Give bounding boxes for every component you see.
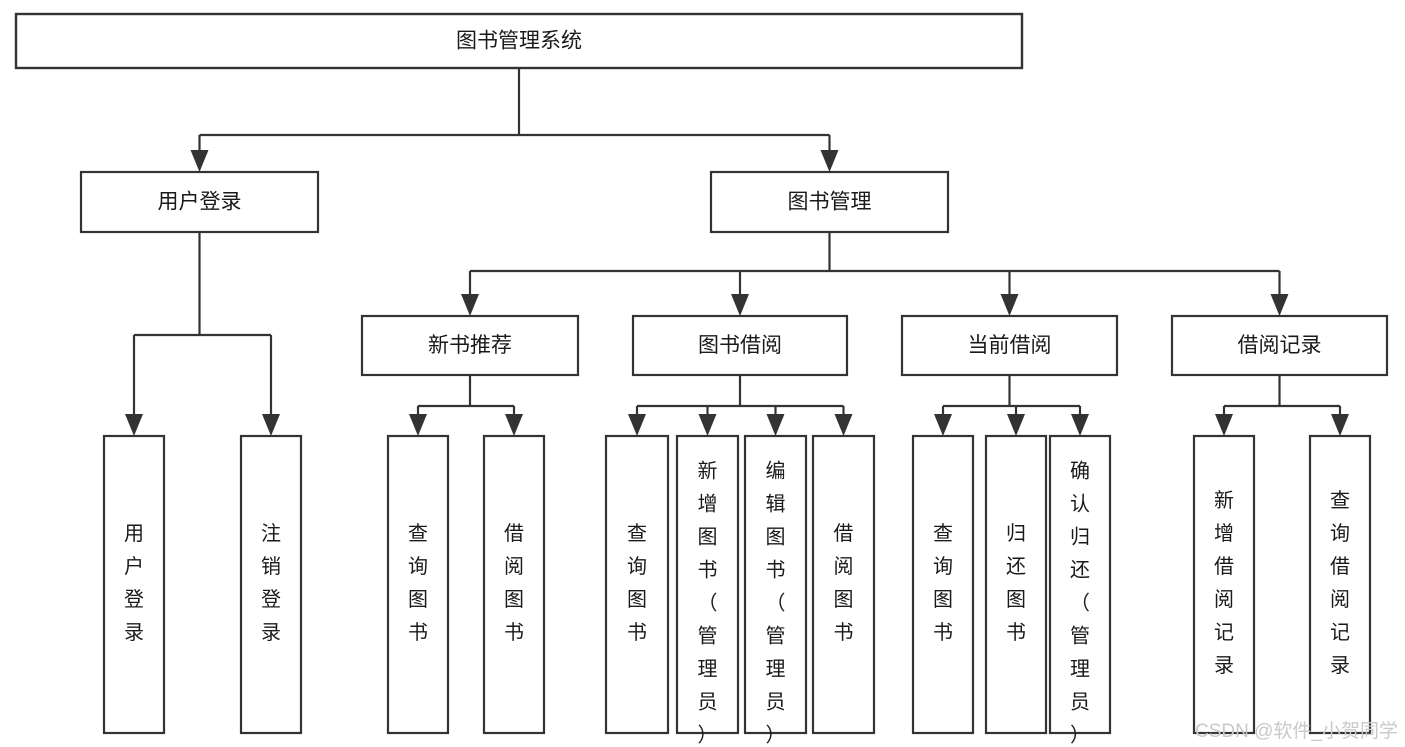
node-new-book-rec[interactable]: 新书推荐	[360, 314, 580, 377]
node-label-user-login: 用户登录	[158, 191, 242, 214]
node-leaf-edit-book[interactable]: 编辑图书（管理员）	[743, 434, 808, 747]
node-box-book-manage	[709, 170, 950, 234]
node-leaf-return-book[interactable]: 归还图书	[984, 434, 1048, 735]
node-box-leaf-query-record	[1308, 434, 1372, 735]
node-box-borrow-record	[1170, 314, 1389, 377]
node-label-current-borrow: 当前借阅	[968, 334, 1052, 357]
arrow-book-borrow	[731, 294, 749, 316]
node-box-root	[14, 12, 1024, 70]
node-box-current-borrow	[900, 314, 1119, 377]
arrow-leaf-edit-book	[766, 414, 785, 436]
arrow-user-login	[190, 150, 209, 172]
arrow-leaf-add-record	[1215, 414, 1233, 436]
node-label-leaf-query-book-rec: 查询图书	[408, 522, 428, 644]
node-box-leaf-query-book-cb	[911, 434, 975, 735]
node-book-manage[interactable]: 图书管理	[709, 170, 950, 234]
arrow-leaf-query-book-rec	[409, 414, 427, 436]
node-label-leaf-query-book-cb: 查询图书	[933, 522, 953, 644]
node-borrow-record[interactable]: 借阅记录	[1170, 314, 1389, 377]
node-leaf-user-login[interactable]: 用户登录	[102, 434, 166, 735]
node-box-leaf-user-login	[102, 434, 166, 735]
node-label-leaf-user-login: 用户登录	[124, 523, 144, 644]
node-leaf-borrow-book-rec[interactable]: 借阅图书	[482, 434, 546, 735]
node-box-leaf-query-book-rec	[386, 434, 450, 735]
csdn-watermark: CSDN @软件_小贺同学	[1195, 720, 1398, 742]
node-label-borrow-record: 借阅记录	[1238, 334, 1322, 357]
arrow-current-borrow	[1000, 294, 1019, 316]
node-label-leaf-query-book-bb: 查询图书	[627, 522, 647, 644]
arrow-leaf-query-record	[1331, 414, 1349, 436]
connector-layer	[125, 68, 1349, 436]
arrow-leaf-user-login	[125, 414, 143, 436]
node-box-leaf-logout	[239, 434, 303, 735]
node-box-user-login	[79, 170, 320, 234]
node-label-leaf-return-book: 归还图书	[1006, 522, 1026, 644]
arrow-book-manage	[820, 150, 839, 172]
node-box-book-borrow	[631, 314, 849, 377]
arrow-new-book-rec	[461, 294, 479, 316]
arrow-leaf-query-book-bb	[628, 414, 646, 436]
node-leaf-logout[interactable]: 注销登录	[239, 434, 303, 735]
node-leaf-query-book-rec[interactable]: 查询图书	[386, 434, 450, 735]
node-leaf-confirm-return[interactable]: 确认归还（管理员）	[1048, 434, 1112, 747]
node-box-new-book-rec	[360, 314, 580, 377]
node-leaf-query-book-cb[interactable]: 查询图书	[911, 434, 975, 735]
node-leaf-borrow-book-bb[interactable]: 借阅图书	[811, 434, 876, 735]
arrow-leaf-query-book-cb	[934, 414, 952, 436]
node-label-leaf-query-record: 查询借阅记录	[1330, 489, 1350, 677]
node-leaf-query-record[interactable]: 查询借阅记录	[1308, 434, 1372, 735]
node-label-leaf-borrow-book-bb: 借阅图书	[834, 522, 854, 644]
arrow-leaf-borrow-book-rec	[505, 414, 523, 436]
node-box-leaf-edit-book	[743, 434, 808, 735]
node-box-leaf-add-book	[675, 434, 740, 735]
node-box-leaf-return-book	[984, 434, 1048, 735]
node-layer: 图书管理系统用户登录图书管理新书推荐图书借阅当前借阅借阅记录用户登录注销登录查询…	[14, 12, 1389, 747]
node-box-leaf-query-book-bb	[604, 434, 670, 735]
node-label-leaf-edit-book: 编辑图书（管理员）	[766, 460, 786, 747]
arrow-borrow-record	[1270, 294, 1289, 316]
node-leaf-add-record[interactable]: 新增借阅记录	[1192, 434, 1256, 735]
node-box-leaf-add-record	[1192, 434, 1256, 735]
node-box-leaf-confirm-return	[1048, 434, 1112, 735]
node-root[interactable]: 图书管理系统	[14, 12, 1024, 70]
node-leaf-add-book[interactable]: 新增图书（管理员）	[675, 434, 740, 747]
arrow-leaf-borrow-book-bb	[834, 414, 853, 436]
node-label-book-manage: 图书管理	[788, 191, 872, 214]
node-label-leaf-add-record: 新增借阅记录	[1214, 489, 1234, 677]
arrow-leaf-return-book	[1007, 414, 1025, 436]
arrow-leaf-confirm-return	[1071, 414, 1089, 436]
node-label-leaf-add-book: 新增图书（管理员）	[698, 460, 718, 747]
node-label-leaf-confirm-return: 确认归还（管理员）	[1070, 460, 1090, 747]
node-label-leaf-borrow-book-rec: 借阅图书	[504, 522, 524, 644]
node-current-borrow[interactable]: 当前借阅	[900, 314, 1119, 377]
node-user-login[interactable]: 用户登录	[79, 170, 320, 234]
node-book-borrow[interactable]: 图书借阅	[631, 314, 849, 377]
node-label-root: 图书管理系统	[456, 30, 582, 53]
node-leaf-query-book-bb[interactable]: 查询图书	[604, 434, 670, 735]
arrow-leaf-logout	[262, 414, 280, 436]
arrow-leaf-add-book	[698, 414, 717, 436]
node-box-leaf-borrow-book-rec	[482, 434, 546, 735]
node-box-leaf-borrow-book-bb	[811, 434, 876, 735]
node-label-new-book-rec: 新书推荐	[428, 334, 512, 357]
node-label-leaf-logout: 注销登录	[261, 522, 281, 644]
node-label-book-borrow: 图书借阅	[698, 334, 782, 357]
